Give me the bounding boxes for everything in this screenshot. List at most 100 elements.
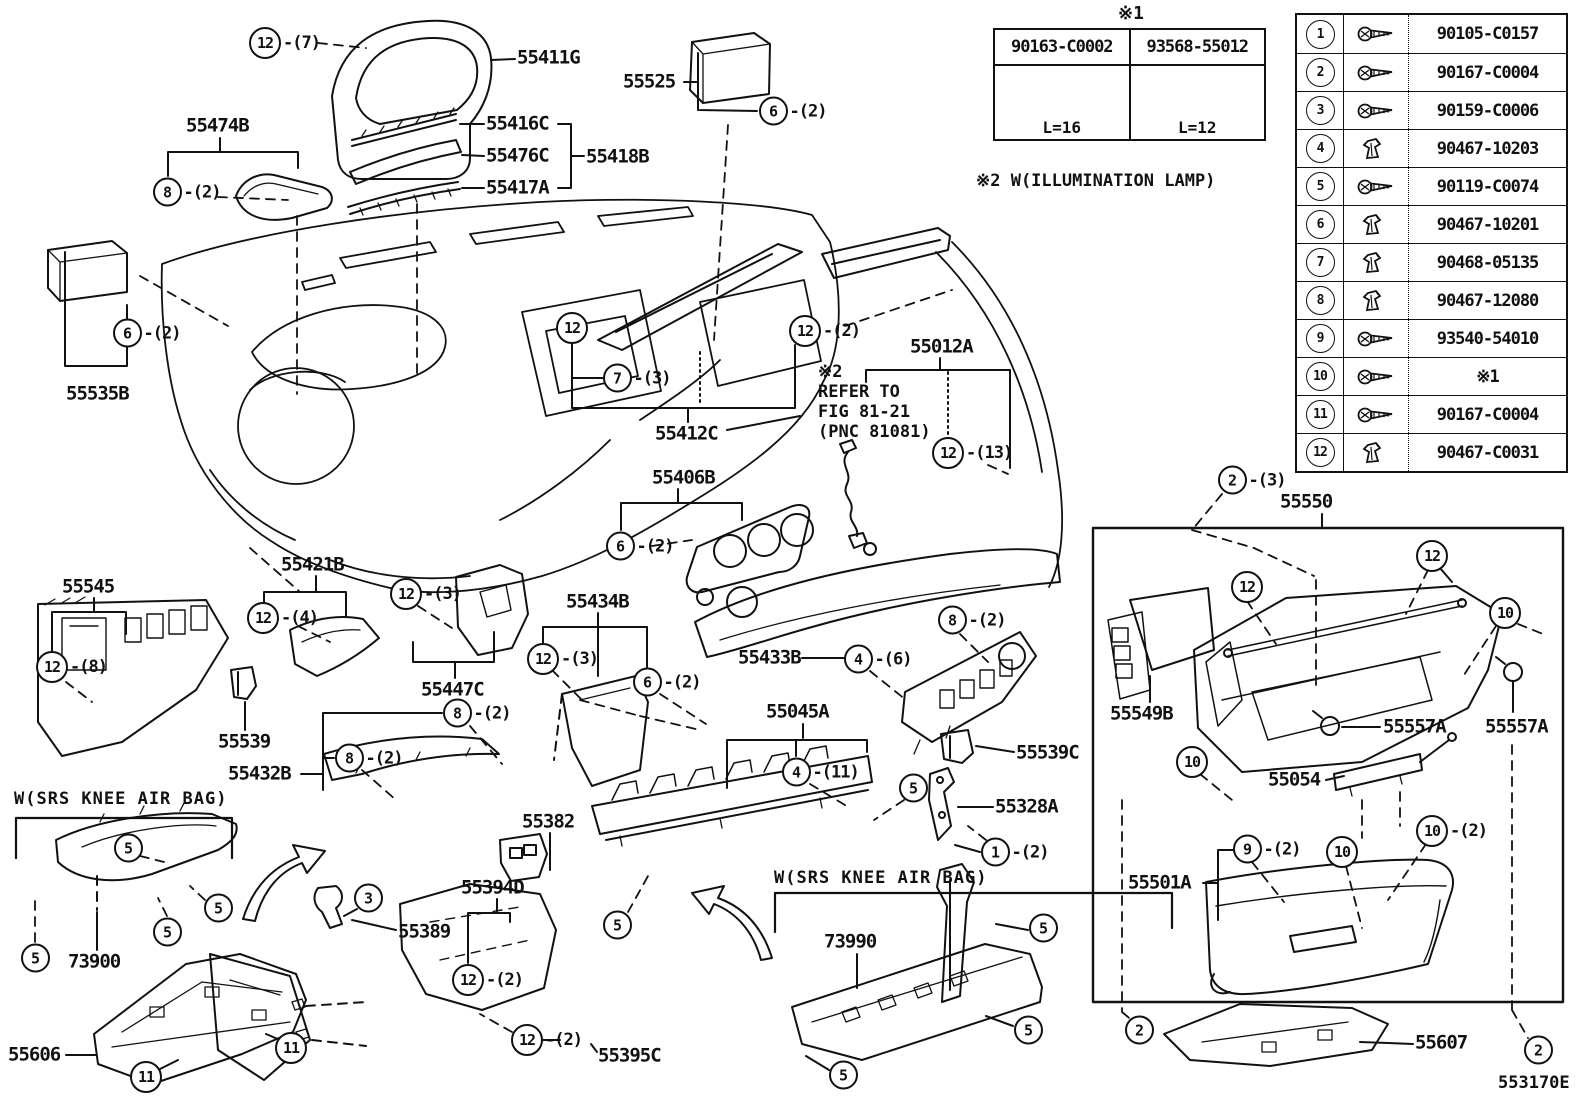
callout-quantity: -(8)	[70, 657, 108, 677]
callout-10: 10	[1326, 836, 1358, 868]
callout-number: 11	[130, 1061, 162, 1093]
callout-quantity: -(2)	[143, 323, 182, 343]
callout-number: 12	[390, 578, 422, 610]
callout-11: 11	[275, 1032, 307, 1064]
callout-12-(2): 12-(2)	[511, 1024, 583, 1056]
fastener-number-cell: 8	[1297, 282, 1343, 319]
part-label-73990: 73990	[824, 930, 877, 953]
screw-icon	[1343, 15, 1409, 53]
part-label-55501a: 55501A	[1128, 871, 1192, 894]
callout-quantity: -(2)	[789, 101, 828, 121]
fastener-number-cell: 2	[1297, 54, 1343, 91]
callout-11: 11	[130, 1061, 162, 1093]
fastener-part-number: 90467-C0031	[1436, 442, 1540, 463]
callout-number: 12	[452, 964, 484, 996]
callout-quantity: -(3)	[561, 649, 599, 669]
callout-number: 5	[152, 917, 182, 947]
screw-icon	[1343, 320, 1409, 357]
part-label-55406b: 55406B	[652, 466, 716, 489]
callout-quantity: -(2)	[183, 182, 222, 202]
clip-icon	[1343, 434, 1409, 471]
callout-5: 5	[898, 773, 928, 803]
arrow-icons	[243, 845, 772, 960]
clip-icon	[1343, 244, 1409, 281]
callout-number: 6	[605, 531, 635, 561]
diagram-code: 553170E	[1498, 1073, 1570, 1093]
callout-5: 5	[20, 943, 50, 973]
part-label-55389: 55389	[398, 920, 451, 943]
screw-length-1: L=16	[1042, 118, 1082, 137]
callout-5: 5	[1028, 913, 1058, 943]
callout-number: 12	[789, 315, 821, 347]
callout-quantity: -(2)	[663, 672, 702, 692]
screw-icon	[1343, 54, 1409, 91]
callout-quantity: -(2)	[545, 1030, 583, 1050]
part-55406b-heater-control	[621, 489, 813, 605]
part-label-55395c: 55395C	[598, 1044, 662, 1067]
part-small-clips	[231, 667, 1014, 930]
callout-6-(2): 6-(2)	[112, 318, 182, 348]
callout-2-(3): 2-(3)	[1217, 465, 1286, 495]
fastener-number-cell: 9	[1297, 320, 1343, 357]
callout-quantity: -(2)	[1450, 821, 1488, 841]
fastener-number: 2	[1305, 58, 1335, 87]
callout-number: 12	[1416, 540, 1448, 572]
screw-spec-cell-1: L=16	[995, 66, 1129, 139]
callout-quantity: -(2)	[1011, 842, 1050, 862]
callout-2: 2	[1523, 1035, 1553, 1065]
part-label-55539: 55539	[218, 730, 271, 753]
part-55525-box	[684, 33, 770, 111]
refer-line: REFER TO	[818, 382, 900, 403]
part-label-55545: 55545	[62, 575, 115, 598]
callout-number: 4	[781, 757, 811, 787]
fastener-part-number: ※1	[1476, 366, 1499, 387]
fastener-number-cell: 6	[1297, 206, 1343, 243]
screw-spec-part-1: 90163-C0002	[1010, 37, 1114, 57]
note-refer-block: ※2 REFER TO FIG 81-21 (PNC 81081)	[818, 362, 931, 442]
callout-number: 12	[511, 1024, 543, 1056]
part-label-55328a: 55328A	[995, 795, 1059, 818]
part-55394d-duct	[400, 884, 556, 1010]
callout-quantity: -(2)	[365, 748, 404, 768]
fastener-number: 3	[1305, 96, 1335, 125]
callout-number: 12	[36, 651, 68, 683]
fastener-number: 9	[1305, 324, 1335, 353]
fastener-number-cell: 1	[1297, 15, 1343, 53]
callout-number: 6	[112, 318, 142, 348]
callout-quantity: -(2)	[823, 321, 861, 341]
callout-12-(7): 12-(7)	[249, 27, 321, 59]
callout-quantity: -(3)	[633, 368, 672, 388]
callout-number: 1	[980, 837, 1010, 867]
callout-8-(2): 8-(2)	[937, 605, 1006, 635]
part-label-55412c: 55412C	[655, 422, 719, 445]
part-label-55606: 55606	[8, 1043, 61, 1066]
part-label-55394d: 55394D	[461, 876, 525, 899]
callout-number: 8	[442, 698, 472, 728]
callout-12: 12	[556, 312, 588, 344]
screw-icon	[1343, 358, 1409, 395]
part-label-55549b: 55549B	[1110, 702, 1174, 725]
fastener-part-number: 90167-C0004	[1436, 404, 1540, 425]
callout-12: 12	[1416, 540, 1448, 572]
part-55411g-cluster-hood	[332, 21, 515, 179]
part-5541x-trim-strips	[348, 108, 584, 215]
screw-icon	[1343, 396, 1409, 433]
callout-number: 2	[1523, 1035, 1553, 1065]
callout-number: 12	[556, 312, 588, 344]
part-55447c	[413, 565, 528, 678]
callout-number: 6	[758, 96, 788, 126]
callout-quantity: -(11)	[812, 762, 860, 782]
part-label-55416c: 55416C	[486, 112, 550, 135]
callout-number: 12	[1231, 571, 1263, 603]
callout-5: 5	[203, 893, 233, 923]
part-55474b-pad	[168, 138, 332, 220]
fastener-number: 6	[1305, 210, 1335, 239]
callout-5: 5	[152, 917, 182, 947]
part-55550-glove-box-assembly	[1093, 514, 1563, 1002]
part-55433b-switch-panel	[802, 632, 1036, 754]
callout-number: 5	[602, 910, 632, 940]
screw-length-2: L=12	[1177, 118, 1217, 137]
